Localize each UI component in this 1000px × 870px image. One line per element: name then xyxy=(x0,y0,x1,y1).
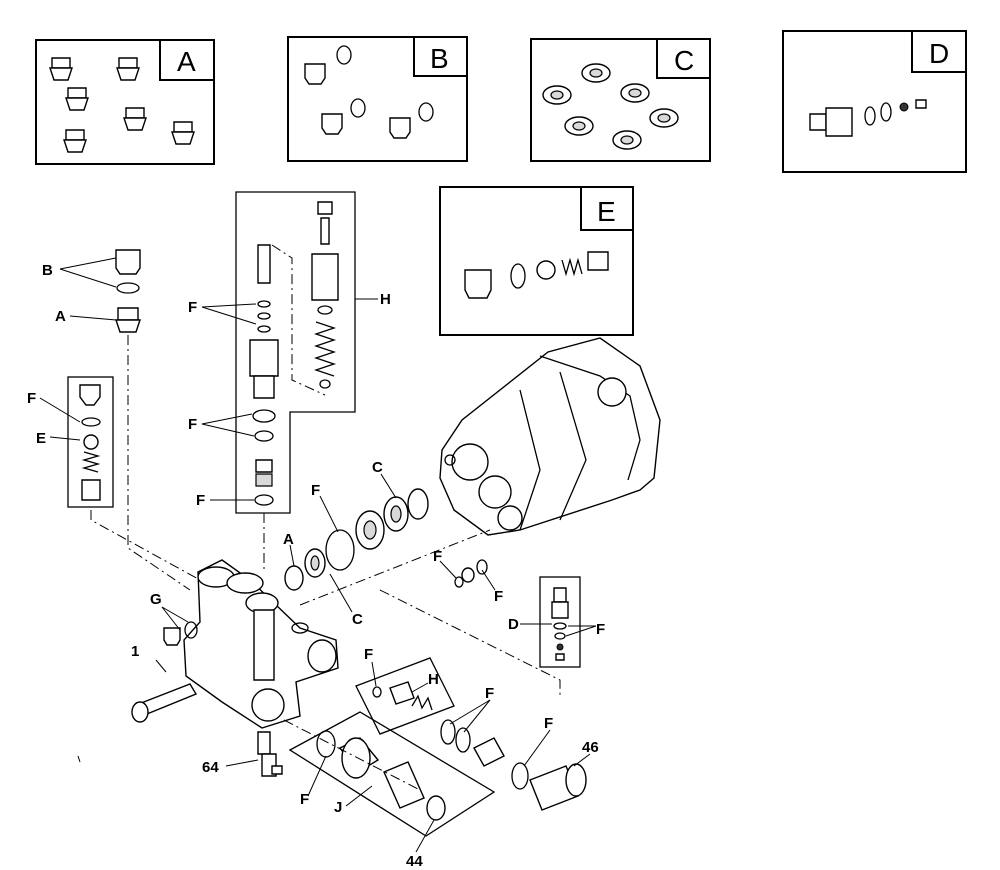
bolt-1 xyxy=(131,659,198,723)
callout-1: 1 xyxy=(131,643,139,660)
callout-46: 46 xyxy=(582,739,599,756)
kit-box-b-letter: B xyxy=(430,43,449,74)
callout-e-left: E xyxy=(36,430,46,447)
callout-j: J xyxy=(334,799,342,816)
seal-icon xyxy=(542,63,679,150)
outlet-fitting xyxy=(440,719,587,811)
kit-box-e: E xyxy=(439,186,634,336)
callout-f-h3: F xyxy=(196,492,205,509)
kit-box-c-letter: C xyxy=(674,45,694,76)
plug-g xyxy=(163,621,198,646)
callout-44: 44 xyxy=(406,853,423,870)
callout-labels: B A F E F H F F C F A C F F D F G 1 F H … xyxy=(27,262,605,870)
callout-f-cap: F xyxy=(27,390,36,407)
kit-box-d: D xyxy=(782,30,967,173)
callout-f-small1: F xyxy=(433,548,442,565)
callout-f-d: F xyxy=(596,621,605,638)
unloader-valve-h xyxy=(235,191,356,570)
callout-f-ring: F xyxy=(485,685,494,702)
callout-b: B xyxy=(42,262,53,279)
callout-c-upper: C xyxy=(372,459,383,476)
pump-housing xyxy=(439,337,661,536)
kit-box-c: C xyxy=(530,38,711,162)
kit-box-b: B xyxy=(287,36,468,162)
callout-f-small2: F xyxy=(494,588,503,605)
assembly-j xyxy=(283,711,496,837)
kit-box-a: A xyxy=(35,39,215,165)
leader-lines xyxy=(39,257,597,853)
callout-f-ring2: F xyxy=(544,715,553,732)
callout-h-lower: H xyxy=(428,671,439,688)
fitting-d xyxy=(379,576,581,698)
callout-d-right: D xyxy=(508,616,519,633)
valve-icon xyxy=(49,57,195,153)
seal-stack xyxy=(284,488,491,606)
fitting-64 xyxy=(257,731,283,777)
kit-box-d-letter: D xyxy=(929,38,949,69)
kit-box-a-letter: A xyxy=(177,46,196,77)
callout-g: G xyxy=(150,591,162,608)
kit-box-e-letter: E xyxy=(597,196,616,227)
callout-f-h4: F xyxy=(364,646,373,663)
valve-h-lower xyxy=(355,657,455,735)
unloader-stack-left xyxy=(67,249,201,591)
callout-h-top: H xyxy=(380,291,391,308)
small-o-rings xyxy=(454,559,488,588)
callout-f-h1: F xyxy=(188,299,197,316)
callout-c-lower: C xyxy=(352,611,363,628)
callout-a-upper: A xyxy=(55,308,66,325)
manifold-body xyxy=(183,559,339,729)
callout-f-seal: F xyxy=(311,482,320,499)
check-valve-icon xyxy=(464,251,609,299)
plug-icon xyxy=(304,45,434,139)
callout-f-j: F xyxy=(300,791,309,808)
fitting-icon xyxy=(809,99,927,137)
callout-f-h2: F xyxy=(188,416,197,433)
callout-64: 64 xyxy=(202,759,219,776)
callout-a-mid: A xyxy=(283,531,294,548)
